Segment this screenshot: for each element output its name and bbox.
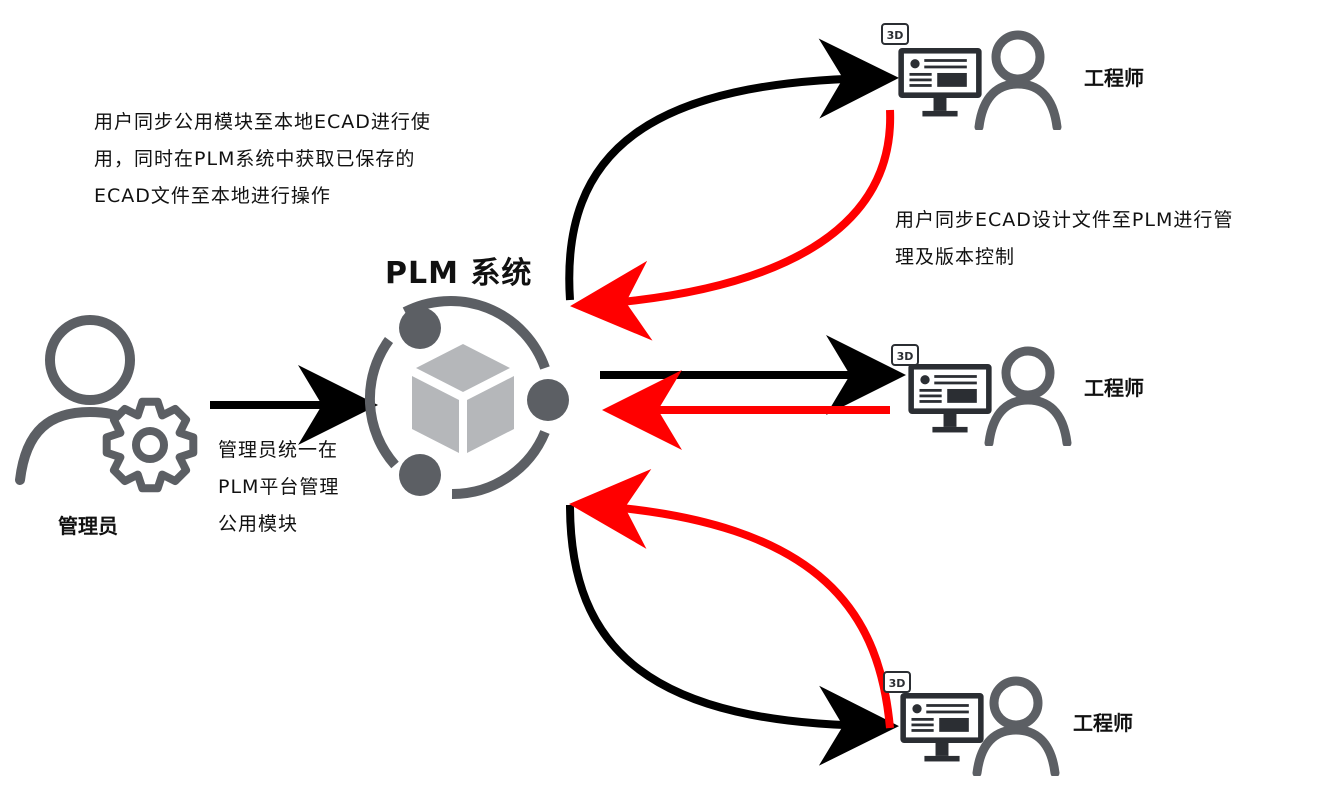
engineer-2-workstation: 3D — [891, 344, 1067, 443]
person-icon — [979, 35, 1057, 127]
3d-badge-icon: 3D — [881, 23, 909, 45]
sync-down-note: 用户同步公用模块至本地ECAD进行使 用，同时在PLM系统中获取已保存的 ECA… — [94, 104, 431, 215]
monitor-icon — [908, 364, 992, 433]
admin-note-line-3: 公用模块 — [218, 513, 299, 535]
badge-text: 3D — [889, 677, 906, 690]
admin-note-line-1: 管理员统一在 — [218, 439, 339, 461]
sync-down-note-line-1: 用户同步公用模块至本地ECAD进行使 — [94, 111, 431, 133]
person-icon — [977, 681, 1055, 773]
admin-label: 管理员 — [58, 514, 118, 538]
sync-down-note-line-3: ECAD文件至本地进行操作 — [94, 185, 331, 207]
monitor-icon — [900, 693, 984, 762]
gear-icon — [102, 397, 198, 493]
sync-up-note-line-1: 用户同步ECAD设计文件至PLM进行管 — [895, 209, 1234, 231]
engineer-3-workstation: 3D — [883, 671, 1055, 773]
engineer-2-label: 工程师 — [1084, 376, 1144, 400]
person-icon — [989, 351, 1067, 443]
badge-text: 3D — [887, 29, 904, 42]
sync-down-note-line-2: 用，同时在PLM系统中获取已保存的 — [94, 148, 416, 170]
admin-note: 管理员统一在 PLM平台管理 公用模块 — [218, 432, 339, 543]
plm-hub-icon — [364, 296, 569, 500]
plm-to-engineer-1-arrow — [565, 38, 899, 301]
engineer-1-to-plm-arrow — [570, 109, 895, 341]
engineer-3-to-plm-arrow — [569, 469, 894, 729]
3d-badge-icon: 3D — [883, 671, 911, 693]
badge-text: 3D — [897, 350, 914, 363]
engineer-1-label: 工程师 — [1084, 66, 1144, 90]
plm-to-engineer-3-arrow — [566, 504, 899, 766]
engineer-3-label: 工程师 — [1073, 711, 1133, 735]
engineer-1-workstation: 3D — [881, 23, 1057, 127]
admin-note-line-2: PLM平台管理 — [218, 476, 340, 498]
monitor-icon — [898, 48, 982, 117]
sync-up-note: 用户同步ECAD设计文件至PLM进行管 理及版本控制 — [895, 202, 1233, 276]
plm-system-title: PLM 系统 — [385, 256, 533, 291]
3d-badge-icon: 3D — [891, 344, 919, 366]
sync-up-note-line-2: 理及版本控制 — [895, 246, 1016, 268]
